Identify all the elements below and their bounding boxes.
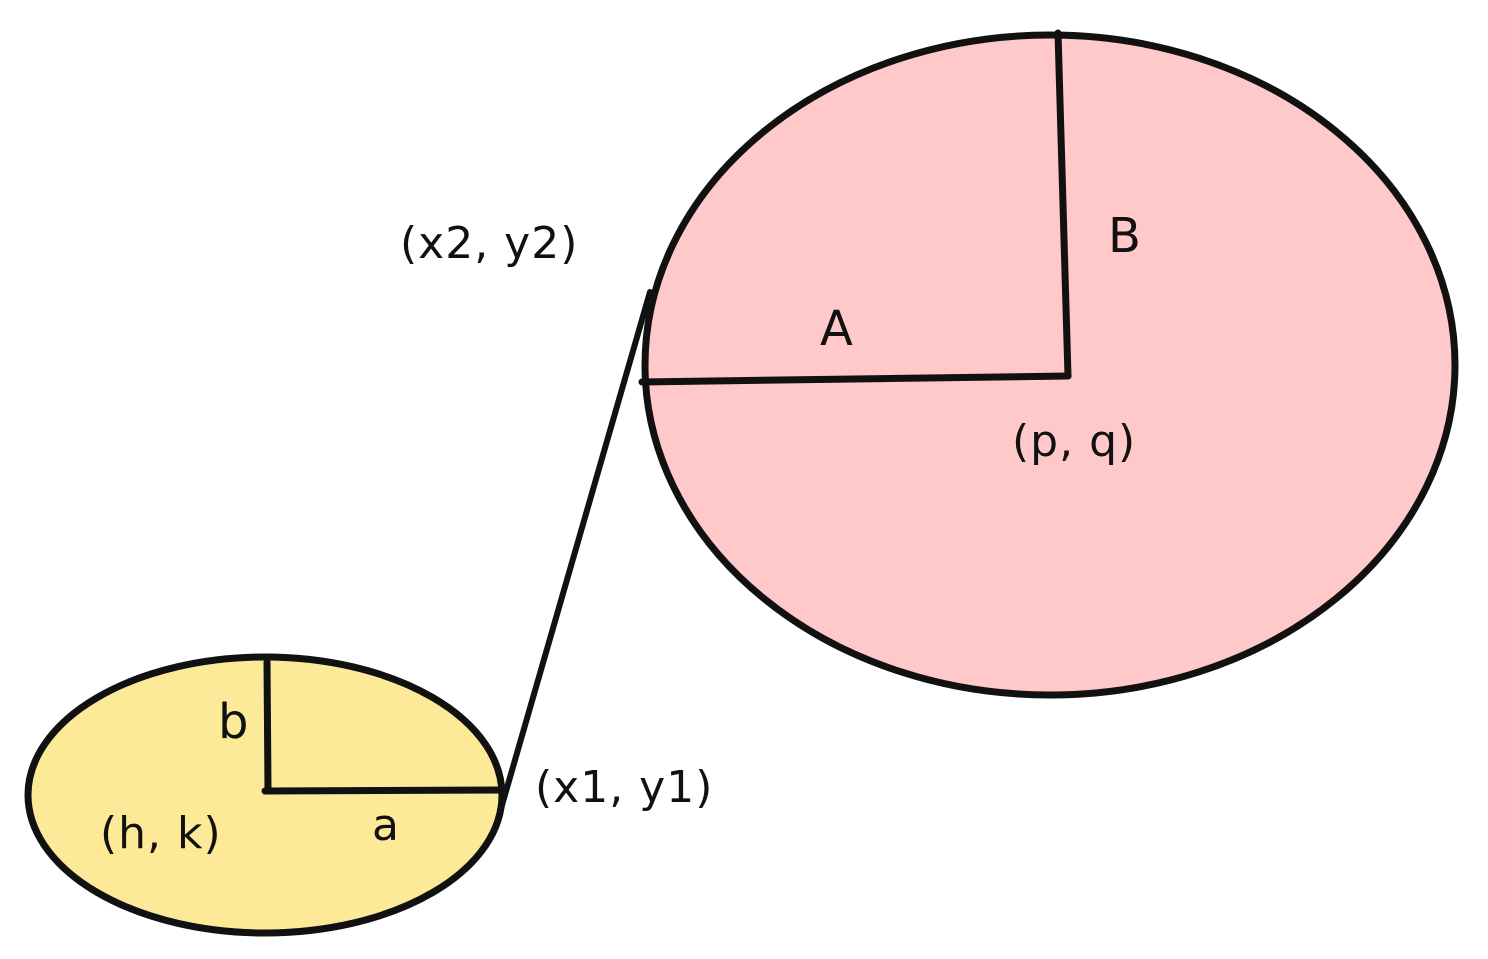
large-semi-minor-label: B <box>1108 208 1141 264</box>
large-center-label: (p, q) <box>1012 416 1136 467</box>
small-semi-minor-axis-line <box>263 658 272 794</box>
small-semi-minor-label: b <box>218 694 248 750</box>
small-semi-major-axis-line <box>261 786 504 795</box>
connector-line <box>497 289 653 815</box>
large-semi-major-axis-line <box>638 372 1072 386</box>
large-semi-major-label: A <box>820 301 853 357</box>
large-semi-minor-axis-line <box>1054 29 1072 380</box>
connector-start-label: (x1, y1) <box>535 762 713 813</box>
large-ellipse <box>641 31 1459 699</box>
small-semi-major-label: a <box>372 800 400 851</box>
connector-end-label: (x2, y2) <box>400 218 578 269</box>
small-center-label: (h, k) <box>100 808 222 859</box>
